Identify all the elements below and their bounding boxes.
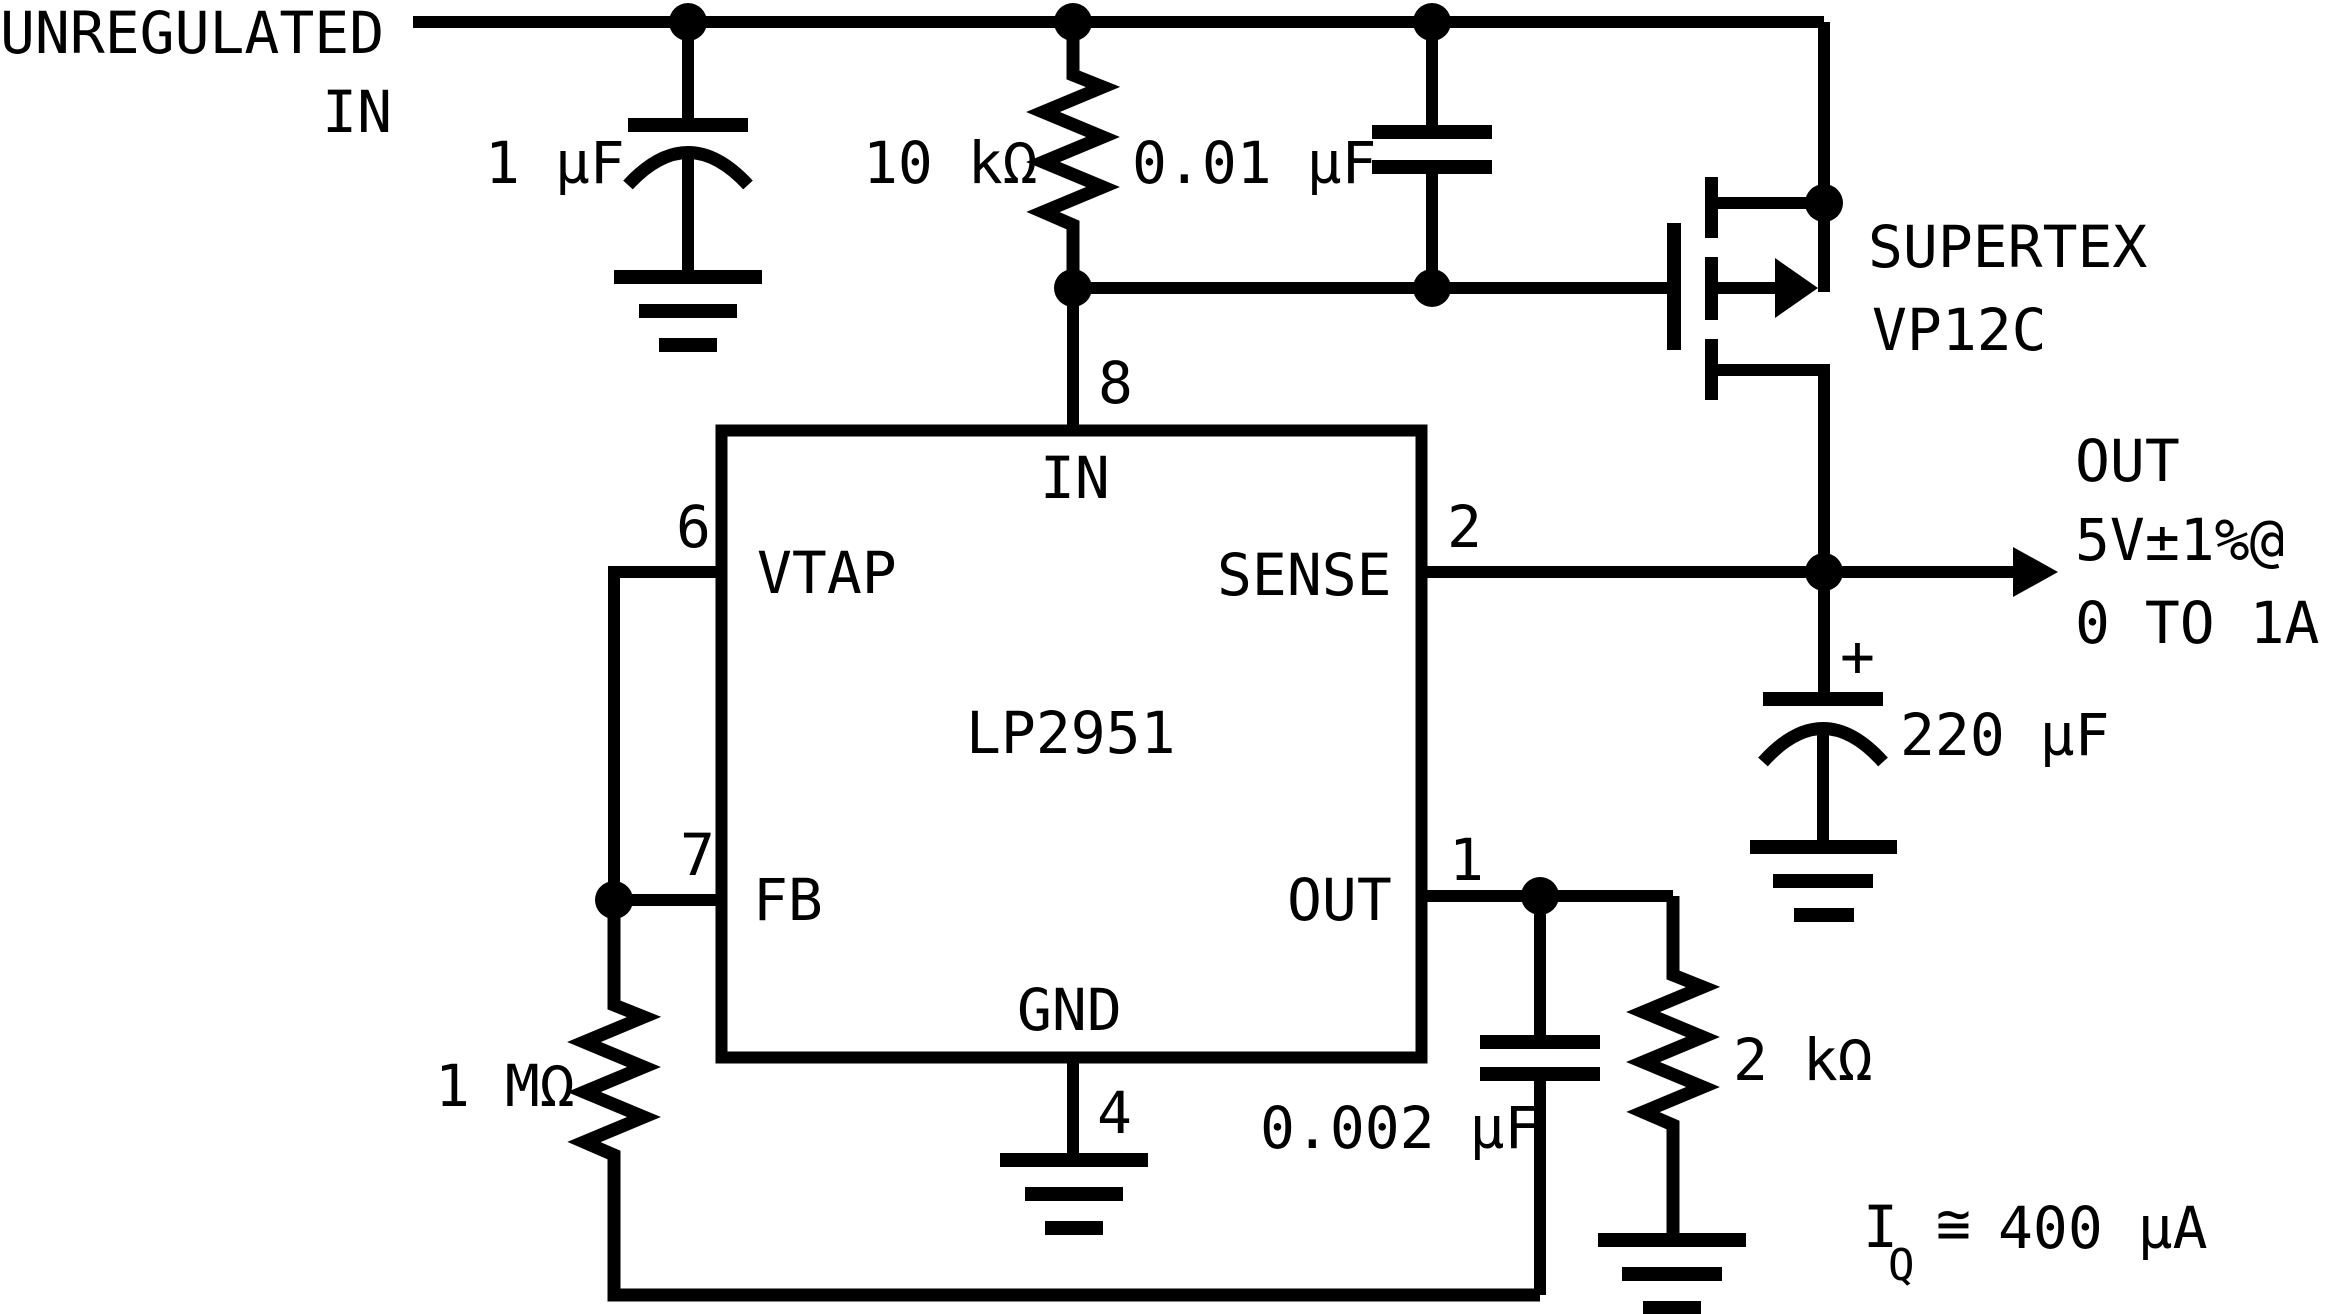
- gate-cap-value: 0.01 µF: [1132, 129, 1376, 197]
- quiescent-relation: ≅: [1936, 1190, 1971, 1258]
- junction-dot: [1805, 184, 1843, 222]
- regulator-box: [715, 424, 1428, 1064]
- pin-label-vtap: VTAP: [757, 539, 897, 607]
- pin-label-in: IN: [1040, 444, 1110, 512]
- ground-symbol-gnd-pin: [1000, 1153, 1148, 1235]
- ground-symbol-input-cap: [614, 270, 762, 352]
- mosfet-channel-dash: [1705, 257, 1718, 320]
- cap-plate: [1763, 692, 1883, 706]
- input-capacitor: [623, 22, 753, 270]
- pin-number-4: 4: [1097, 1079, 1132, 1147]
- input-cap-value: 1 µF: [485, 129, 625, 197]
- pin-label-fb: FB: [753, 866, 823, 934]
- mosfet-part: VP12C: [1872, 296, 2047, 364]
- cap-plate: [628, 118, 748, 132]
- output-label-line3: 0 TO 1A: [2075, 589, 2319, 657]
- mosfet-manufacturer: SUPERTEX: [1868, 213, 2147, 281]
- junction-dot: [1413, 3, 1451, 41]
- load-resistor: [1626, 896, 1721, 1233]
- feedback-cap-value: 0.002 µF: [1260, 1094, 1539, 1162]
- junction-dot: [1054, 3, 1092, 41]
- junction-dot: [1054, 269, 1092, 307]
- mosfet-symbol: [1667, 22, 1830, 572]
- feedback-capacitor: [1480, 896, 1600, 1295]
- output-cap-value: 220 µF: [1900, 701, 2110, 769]
- output-label-line2: 5V±1%@: [2075, 506, 2285, 574]
- load-resistor-value: 2 kΩ: [1733, 1026, 1873, 1094]
- cap-plate: [1480, 1067, 1600, 1081]
- output-cap-polarity: +: [1840, 622, 1875, 690]
- output-capacitor: [1758, 572, 1888, 840]
- pin-number-2: 2: [1447, 493, 1482, 561]
- regulator-part: LP2951: [966, 699, 1176, 767]
- pullup-resistor: [1026, 22, 1121, 288]
- pin-label-out: OUT: [1287, 866, 1392, 934]
- wire-vtap-fb: [608, 566, 722, 906]
- output-arrowhead: [2013, 547, 2058, 597]
- input-label-line2: IN: [322, 78, 392, 146]
- output-label-line1: OUT: [2075, 427, 2180, 495]
- input-label-line1: UNREGULATED: [0, 0, 384, 67]
- cap-curved-plate: [623, 146, 753, 190]
- ground-symbol-output-cap: [1750, 840, 1897, 922]
- quiescent-subscript: Q: [1888, 1240, 1915, 1291]
- junction-dots: [595, 3, 1843, 919]
- feedback-resistor-value: 1 MΩ: [435, 1052, 575, 1120]
- pin-label-sense: SENSE: [1217, 541, 1392, 609]
- junction-dot: [1521, 877, 1559, 915]
- gate-capacitor: [1372, 22, 1492, 288]
- mosfet-gate-bar: [1667, 223, 1681, 350]
- wire-sense-output: [1425, 547, 2058, 597]
- pin-number-6: 6: [676, 493, 711, 561]
- pin-number-8: 8: [1098, 349, 1133, 417]
- ground-symbol-load-resistor: [1598, 1233, 1746, 1314]
- wire-gate-node: [1067, 282, 1667, 425]
- cap-curved-plate: [1758, 722, 1888, 767]
- junction-dot: [595, 881, 633, 919]
- mosfet-channel-dash: [1705, 339, 1718, 400]
- junction-dot: [1805, 553, 1843, 591]
- pin-label-gnd: GND: [1017, 976, 1122, 1044]
- junction-dot: [669, 3, 707, 41]
- junction-dot: [1413, 269, 1451, 307]
- mosfet-body-arrow: [1775, 258, 1818, 318]
- pin-number-1: 1: [1449, 826, 1484, 894]
- cap-plate: [1372, 125, 1492, 139]
- feedback-resistor: [567, 900, 1540, 1302]
- pullup-resistor-value: 10 kΩ: [863, 129, 1038, 197]
- quiescent-value: 400 µA: [1998, 1194, 2208, 1262]
- pin-number-7: 7: [680, 821, 715, 889]
- cap-plate: [1480, 1035, 1600, 1049]
- quiescent-current-note: I Q ≅ 400 µA: [1863, 1190, 2208, 1291]
- quiescent-symbol: I: [1863, 1193, 1898, 1261]
- cap-plate: [1372, 160, 1492, 174]
- mosfet-channel-dash: [1705, 177, 1718, 238]
